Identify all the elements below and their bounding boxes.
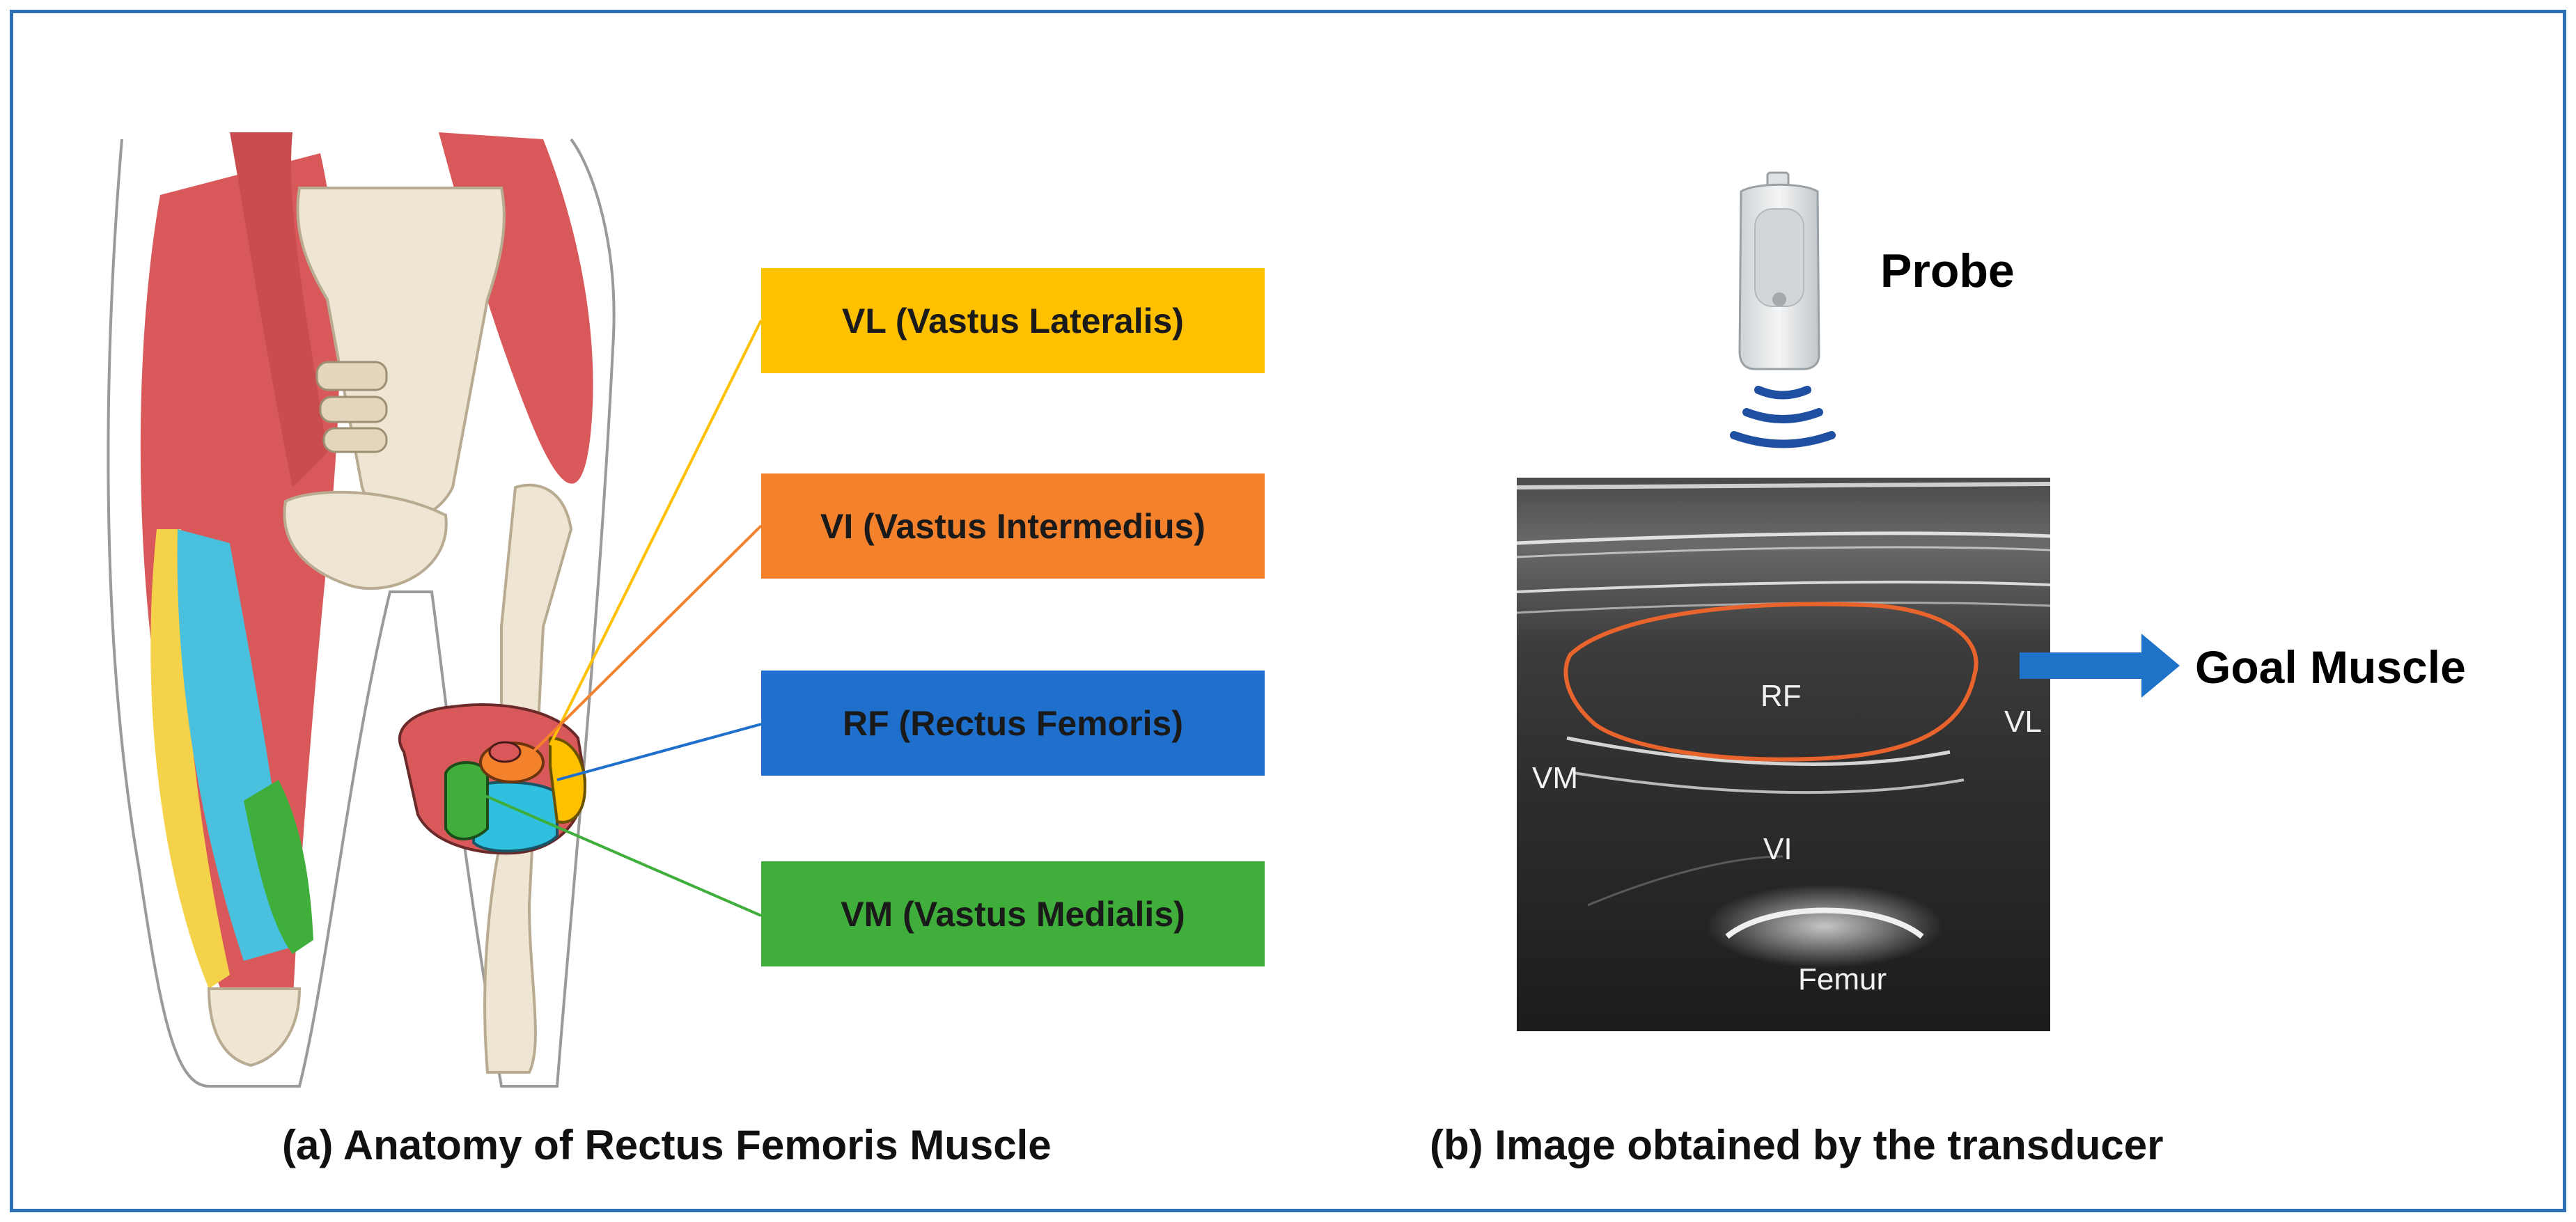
- label-vi: VI (Vastus Intermedius): [761, 473, 1265, 579]
- label-vm-text: VM (Vastus Medialis): [841, 894, 1185, 934]
- thigh-cross-section: [398, 703, 587, 855]
- label-rf-text: RF (Rectus Femoris): [843, 703, 1183, 743]
- leader-lines: [480, 320, 763, 917]
- goal-arrow-icon: [2020, 634, 2180, 698]
- label-rf: RF (Rectus Femoris): [761, 671, 1265, 776]
- us-label-vi: VI: [1763, 832, 1793, 866]
- label-vm: VM (Vastus Medialis): [761, 861, 1265, 966]
- ultrasound-image: [1516, 478, 2051, 1031]
- us-label-vl: VL: [2004, 705, 2042, 739]
- anatomy-illustration: [107, 132, 616, 1088]
- caption-b: (b) Image obtained by the transducer: [1430, 1122, 2164, 1168]
- us-label-femur: Femur: [1798, 962, 1887, 996]
- label-vl-text: VL (Vastus Lateralis): [842, 301, 1184, 340]
- rf-outline: [1563, 602, 1978, 762]
- label-vl: VL (Vastus Lateralis): [761, 268, 1265, 373]
- goal-muscle-label: Goal Muscle: [2195, 641, 2466, 693]
- us-label-vm: VM: [1532, 761, 1578, 795]
- probe-label: Probe: [1880, 244, 2015, 297]
- caption-a: (a) Anatomy of Rectus Femoris Muscle: [282, 1122, 1052, 1168]
- label-vi-text: VI (Vastus Intermedius): [820, 506, 1205, 546]
- probe-icon: [1730, 171, 1836, 448]
- us-label-rf: RF: [1761, 679, 1802, 713]
